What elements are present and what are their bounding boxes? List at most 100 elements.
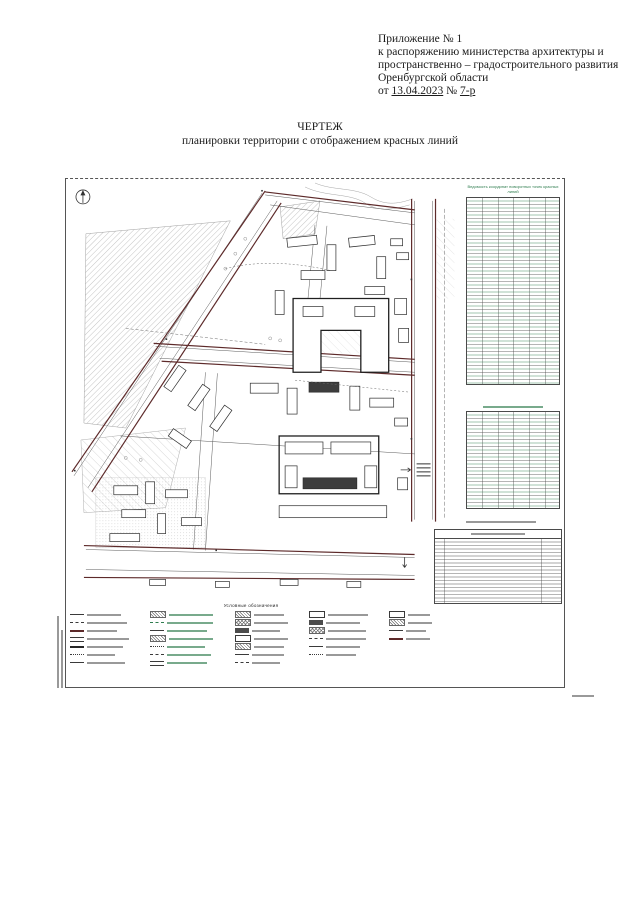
legend-columns [70, 611, 432, 666]
legend-item [389, 636, 432, 641]
coordinates-table-title: Ведомость координат поворотных точек кра… [467, 184, 559, 194]
hatch-swatch-icon [150, 611, 167, 618]
legend-label-placeholder [406, 637, 430, 640]
title-main: ЧЕРТЕЖ [297, 121, 343, 133]
legend-label-placeholder [87, 621, 127, 624]
coordinates-table-2-title [466, 403, 560, 411]
dashed-line-icon [70, 620, 84, 625]
legend-item [308, 620, 368, 625]
appendix-number: Приложение № 1 [378, 33, 463, 45]
solid-line-icon [308, 644, 323, 649]
dashed-line-icon [234, 660, 249, 665]
legend-label-placeholder [408, 613, 430, 616]
contour-lines [304, 182, 413, 210]
legend-label-placeholder [251, 661, 280, 664]
sheet-note [572, 687, 594, 705]
legend-item [70, 636, 129, 642]
crosshatch-swatch-icon [308, 627, 325, 634]
legend-item [234, 628, 288, 633]
order-date: 13.04.2023 [391, 85, 444, 97]
legend: Условные обозначения [70, 603, 432, 683]
legend-item [70, 612, 129, 617]
legend-item [389, 619, 432, 626]
turning-points [73, 189, 413, 552]
legend-label-placeholder [167, 645, 206, 648]
legend-item [70, 628, 129, 633]
legend-table-grid [434, 538, 562, 604]
legend-title: Условные обозначения [223, 603, 279, 608]
legend-column-4 [308, 611, 368, 665]
crosswalk [400, 463, 431, 568]
hatch-swatch-icon [389, 619, 405, 626]
legend-item [70, 652, 129, 657]
date-prefix: от [378, 85, 389, 97]
legend-item [150, 611, 214, 618]
legend-table-title [434, 529, 562, 538]
coordinates-table: Ведомость координат поворотных точек кра… [466, 184, 560, 385]
legend-label-placeholder [327, 613, 368, 616]
title-subtitle: планировки территории с отображением кра… [182, 134, 458, 147]
legend-item [70, 660, 129, 665]
outline-box-icon [308, 611, 325, 618]
legend-item [308, 627, 368, 634]
buildings-layer [109, 234, 409, 588]
legend-label-placeholder [87, 645, 123, 648]
hatch-swatch-icon [234, 611, 251, 618]
legend-column-5 [389, 611, 432, 665]
legend-label-placeholder [87, 653, 115, 656]
legend-item [234, 635, 288, 642]
legend-item [70, 620, 129, 625]
dotted-line-icon [150, 644, 165, 649]
outline-box-icon [389, 611, 405, 618]
table-footnote [466, 513, 560, 531]
legend-label-placeholder [253, 621, 288, 624]
red-lines [71, 190, 437, 581]
dashed-line-icon [150, 652, 165, 657]
solid-line-icon [389, 628, 403, 633]
legend-column-3 [234, 611, 288, 665]
legend-item [234, 619, 288, 626]
legend-label-placeholder [87, 637, 129, 640]
solid-line-icon [150, 628, 165, 633]
legend-item [308, 652, 368, 657]
legend-item [150, 660, 213, 666]
legend-item [308, 644, 368, 649]
order-line-1: к распоряжению министерства архитектуры … [378, 46, 604, 58]
legend-item [150, 652, 213, 657]
legend-item [150, 635, 214, 642]
legend-item [234, 660, 288, 665]
order-date-line: от 13.04.2023 № 7-р [378, 85, 628, 98]
legend-column-1 [70, 612, 129, 665]
legend-item [389, 628, 432, 633]
legend-label-placeholder [167, 621, 214, 624]
solid-line-icon [70, 660, 84, 665]
hatch-swatch-icon [234, 643, 251, 650]
solid-fill-swatch-icon [308, 620, 323, 625]
legend-item [308, 611, 368, 618]
legend-item [234, 611, 288, 618]
red-line-icon [70, 628, 84, 633]
double-line-icon [70, 636, 84, 642]
legend-label-placeholder [253, 613, 284, 616]
legend-label-placeholder [169, 613, 214, 616]
appendix-header: Приложение № 1 к распоряжению министерст… [378, 33, 628, 98]
legend-label-placeholder [325, 621, 360, 624]
legend-label-placeholder [87, 661, 125, 664]
outline-box-icon [234, 635, 251, 642]
legend-column-2 [150, 611, 214, 666]
crosshatch-swatch-icon [234, 619, 251, 626]
coordinates-grid [466, 196, 560, 385]
dashed-line-icon [308, 636, 323, 641]
legend-label-placeholder [251, 653, 284, 656]
legend-label-placeholder [251, 629, 280, 632]
order-line-2: пространственно – градостроительного раз… [378, 59, 619, 71]
dotted-line-icon [70, 652, 84, 657]
north-arrow-icon [75, 189, 91, 205]
legend-label-placeholder [327, 629, 366, 632]
legend-label-placeholder [87, 629, 117, 632]
territory-map [71, 182, 455, 588]
order-line-3: Оренбургской области [378, 72, 489, 84]
document-title: ЧЕРТЕЖ планировки территории с отображен… [0, 121, 640, 148]
legend-label-placeholder [408, 621, 432, 624]
legend-label-placeholder [169, 637, 214, 640]
